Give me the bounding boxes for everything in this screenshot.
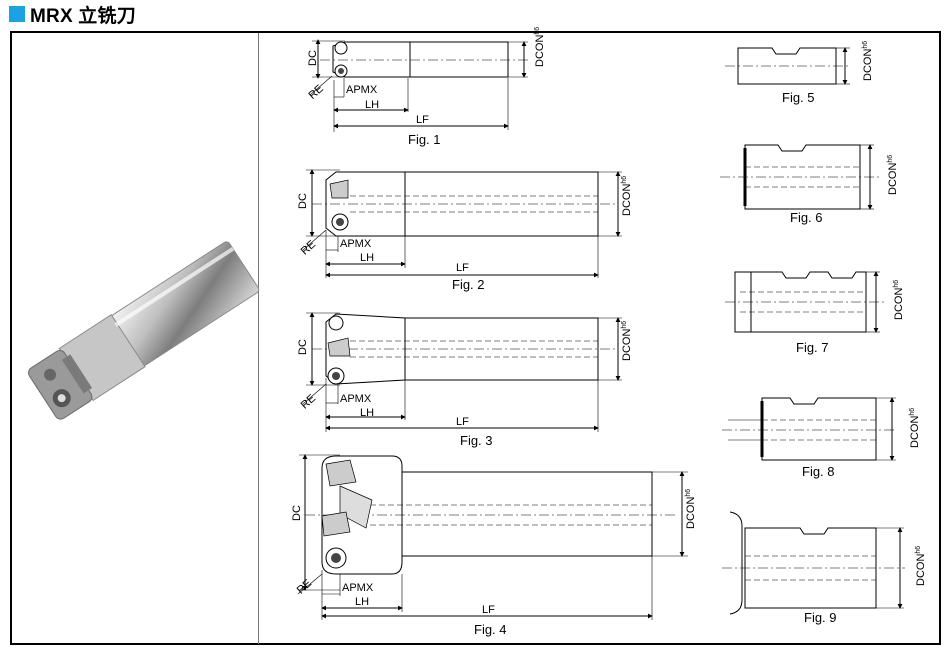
content-frame	[10, 31, 941, 645]
section-title: MRX 立铣刀	[30, 5, 136, 27]
fig1-lf-label: LF	[416, 114, 429, 126]
fig2-caption: Fig. 2	[452, 277, 485, 292]
fig3-lf-label: LF	[456, 416, 469, 428]
fig2-lf-label: LF	[456, 262, 469, 274]
fig1-re-label: RE	[306, 83, 325, 102]
fig2-drawing	[302, 169, 622, 278]
fig8-dcon-label: DCONh6	[909, 408, 921, 448]
fig4-re-label: RE	[295, 577, 314, 596]
fig4-drawing	[297, 454, 688, 620]
fig1-dcon-label: DCONh6	[534, 27, 546, 67]
section-header: MRX 立铣刀	[9, 3, 136, 27]
fig2-lh-label: LH	[360, 252, 374, 264]
fig4-lh-label: LH	[355, 596, 369, 608]
fig1-lh-label: LH	[365, 99, 379, 111]
header-square-icon	[9, 6, 25, 22]
fig4-dcon-label: DCONh6	[685, 489, 697, 529]
end-mill-photo	[28, 241, 260, 420]
fig1-drawing	[309, 39, 530, 132]
fig8-caption: Fig. 8	[802, 464, 835, 479]
fig6-drawing	[720, 144, 880, 210]
fig4-apmx-label: APMX	[342, 582, 374, 594]
fig2-dc-label: DC	[297, 193, 309, 209]
fig5-drawing	[725, 47, 850, 85]
fig3-lh-label: LH	[360, 407, 374, 419]
fig3-dc-label: DC	[297, 339, 309, 355]
fig4-dc-label: DC	[291, 505, 303, 521]
fig4-caption: Fig. 4	[474, 622, 507, 637]
fig9-drawing	[722, 511, 905, 615]
fig5-caption: Fig. 5	[782, 90, 815, 105]
fig4-lf-label: LF	[482, 604, 495, 616]
fig1-caption: Fig. 1	[408, 132, 441, 147]
fig7-dcon-label: DCONh6	[893, 280, 905, 320]
fig6-caption: Fig. 6	[790, 210, 823, 225]
fig7-drawing	[725, 271, 884, 333]
fig9-dcon-label: DCONh6	[915, 546, 927, 586]
fig6-dcon-label: DCONh6	[887, 155, 899, 195]
fig2-re-label: RE	[299, 238, 318, 257]
fig3-drawing	[302, 312, 622, 432]
fig3-apmx-label: APMX	[340, 393, 372, 405]
fig8-drawing	[722, 397, 896, 461]
fig3-dcon-label: DCONh6	[621, 321, 633, 361]
fig3-caption: Fig. 3	[460, 433, 493, 448]
fig5-dcon-label: DCONh6	[862, 41, 874, 81]
fig1-apmx-label: APMX	[346, 84, 378, 96]
fig2-apmx-label: APMX	[340, 238, 372, 250]
fig2-dcon-label: DCONh6	[621, 176, 633, 216]
frame-divider	[258, 33, 259, 644]
fig9-caption: Fig. 9	[804, 610, 837, 625]
fig7-caption: Fig. 7	[796, 340, 829, 355]
fig1-dc-label: DC	[307, 50, 319, 66]
fig3-re-label: RE	[299, 392, 318, 411]
